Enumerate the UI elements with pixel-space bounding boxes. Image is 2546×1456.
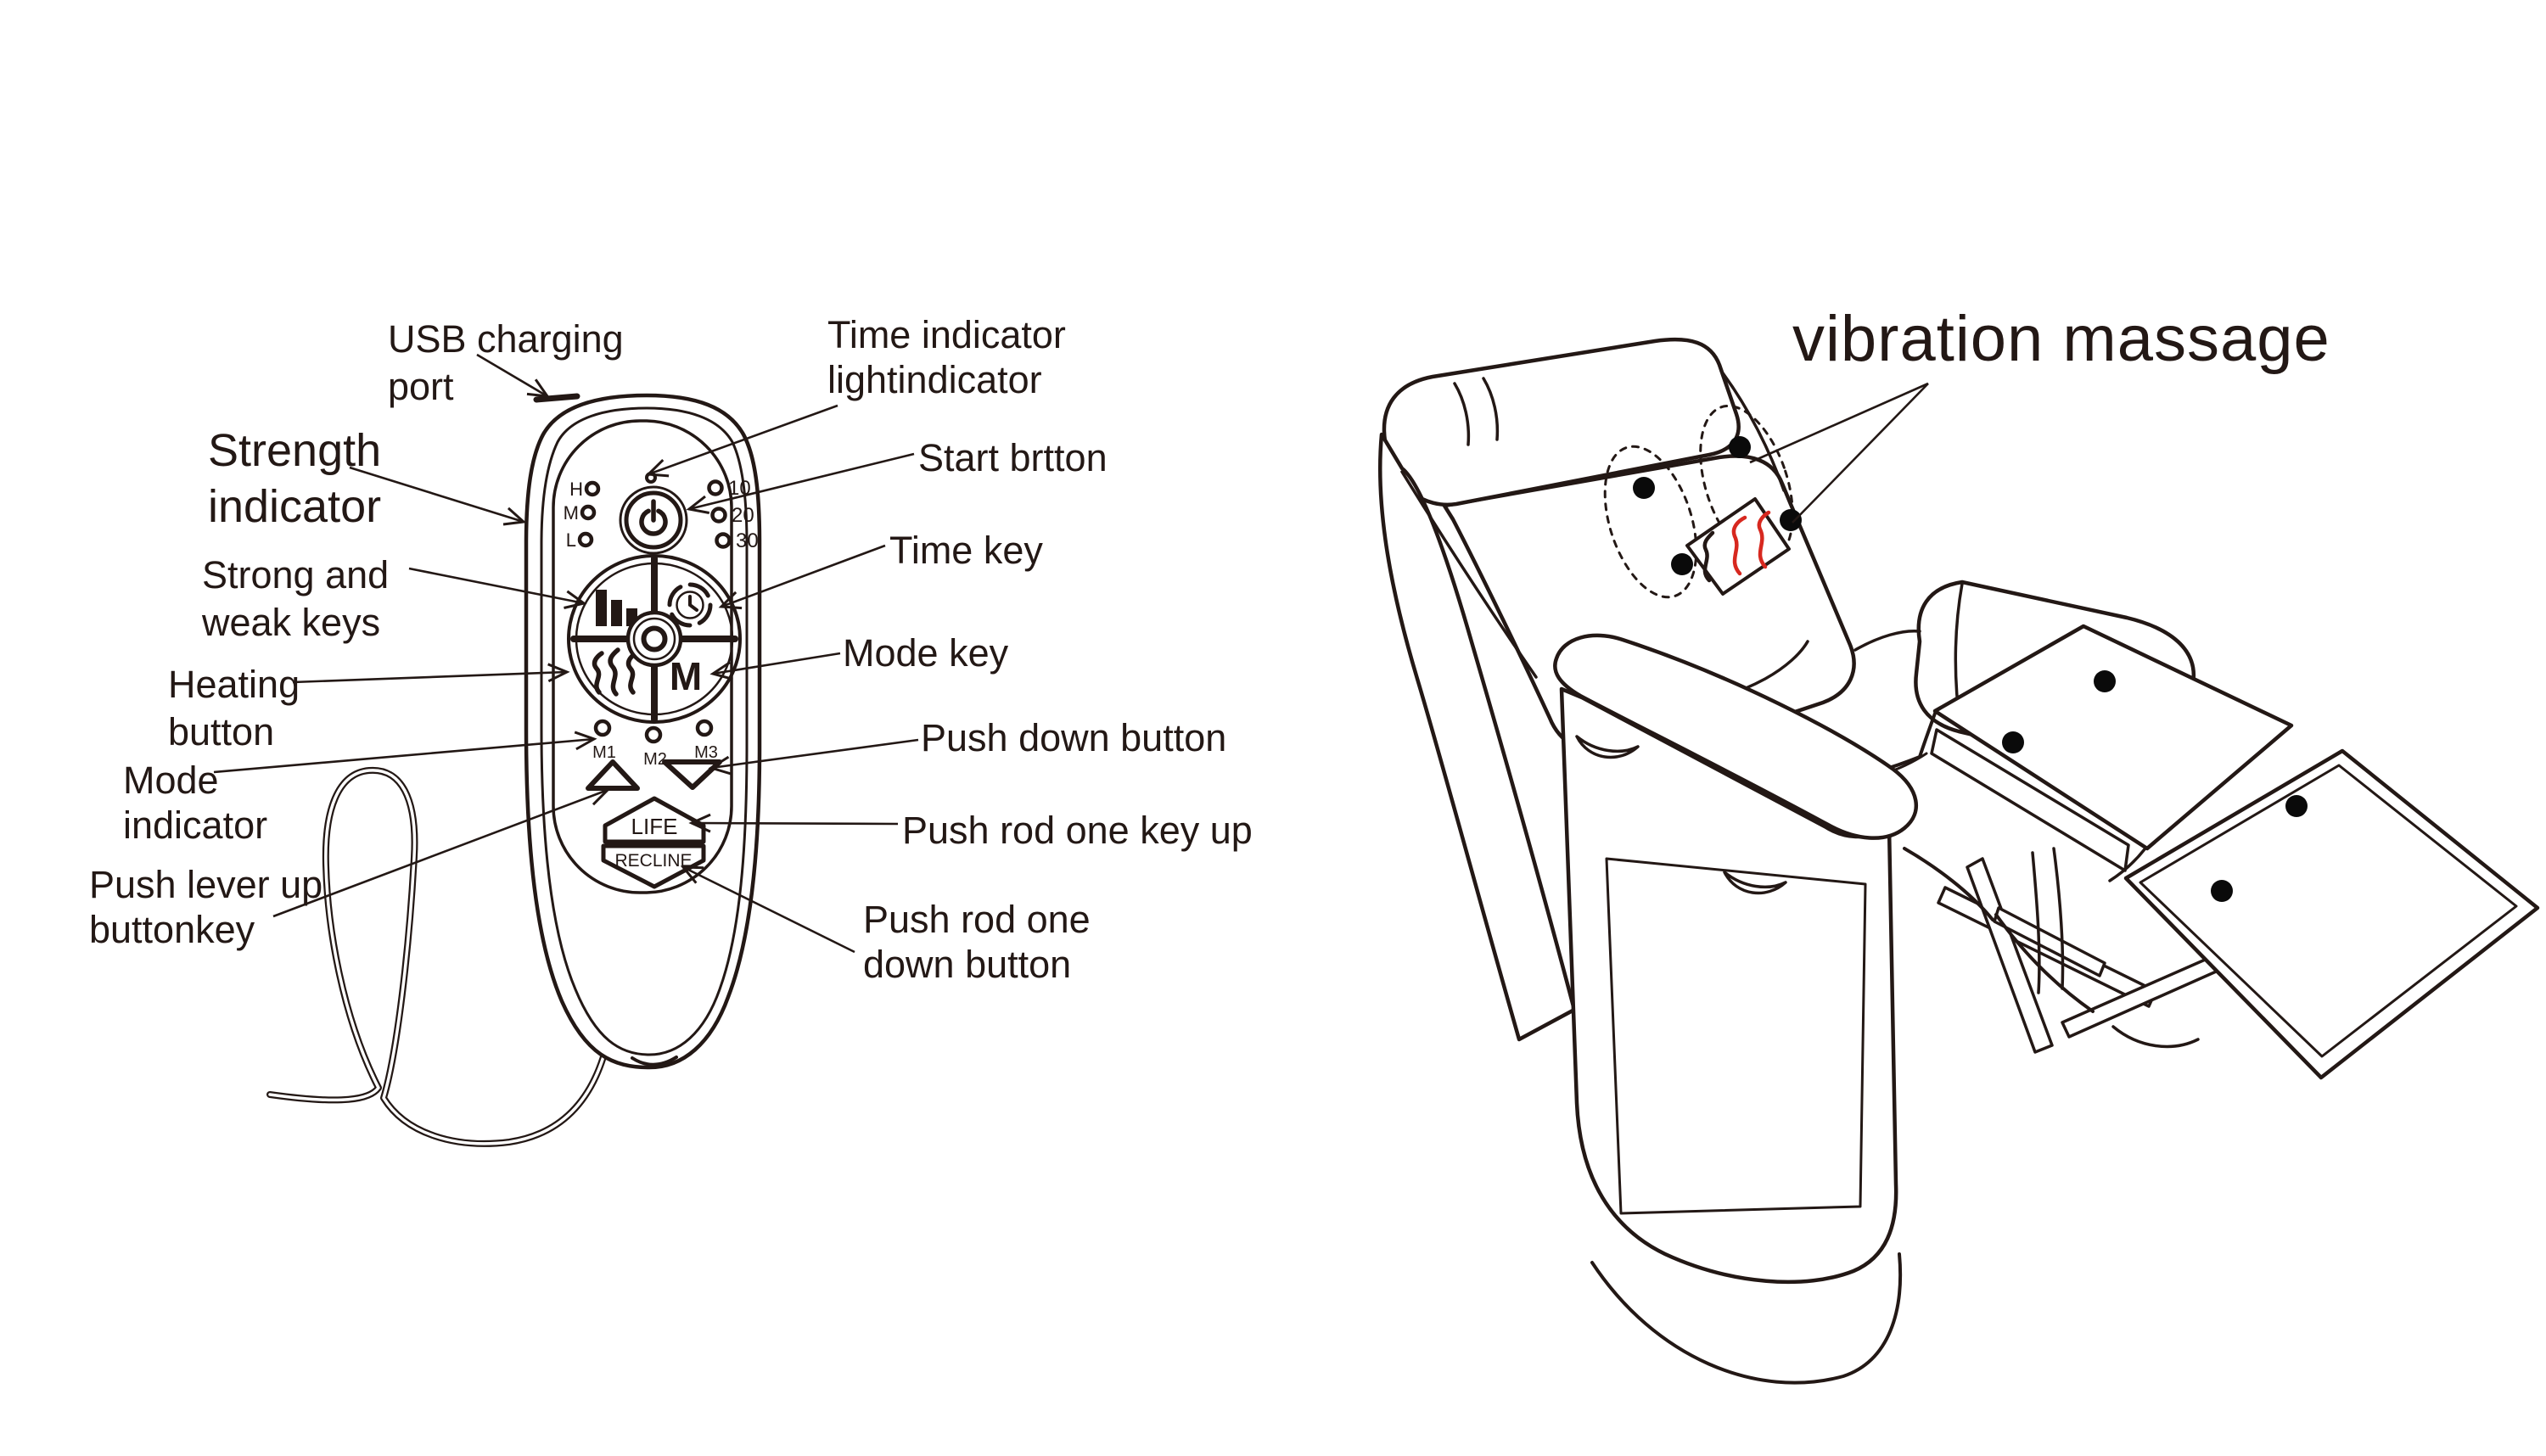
label-time-key: Time key	[889, 529, 1043, 572]
label-usb-charging-port: USB charging port	[388, 317, 624, 408]
led-label-m3: M3	[694, 743, 718, 762]
label-start-button: Start brtton	[918, 436, 1108, 479]
label-time-indicator-light: Time indicator lightindicator	[827, 313, 1066, 401]
leader-start	[686, 452, 915, 514]
chair-base	[1590, 847, 2095, 1385]
leader-push-rod-down	[680, 865, 855, 954]
flame-icon-black	[1702, 530, 1715, 583]
led-label-h: H	[569, 479, 583, 500]
label-push-rod-one-key-up: Push rod one key up	[902, 809, 1253, 852]
leader-time-key	[718, 544, 886, 610]
label-strength-indicator: Strength indicator	[208, 425, 382, 532]
led-label-30: 30	[736, 529, 759, 552]
leader-mode-key	[709, 652, 841, 680]
left-armrest-rail	[1378, 432, 1577, 1042]
leader-push-rod-up	[688, 813, 899, 833]
led-label-m2: M2	[643, 750, 667, 769]
label-push-lever-up: Push lever up buttonkey	[89, 863, 323, 951]
vibration-pointer-lines	[1749, 382, 1929, 524]
led-label-m: M	[564, 502, 579, 524]
handle-slit	[1575, 735, 1640, 759]
leader-push-down	[708, 738, 919, 776]
label-mode-indicator: Mode indicator	[123, 759, 268, 847]
front-armrest-top	[1553, 633, 1919, 895]
mode-indicator-leds: M1 M2 M3	[592, 719, 718, 769]
label-push-down-button: Push down button	[921, 716, 1227, 759]
down-triangle-button	[662, 759, 722, 790]
start-button	[619, 485, 688, 555]
vibration-motor-dots-backrest	[1633, 436, 1802, 575]
usb-port-icon	[533, 393, 580, 403]
leader-time-light	[645, 404, 838, 478]
recline-button	[601, 843, 706, 889]
remote-body	[524, 393, 762, 1070]
lift-button	[603, 796, 706, 844]
flame-icon-red-1	[1731, 515, 1747, 576]
remote-cord	[266, 766, 613, 1147]
vibration-motor-dot	[2094, 670, 2116, 692]
front-armrest-side	[1559, 686, 1898, 1285]
label-strong-weak-keys: Strong and weak keys	[202, 553, 390, 644]
label-push-rod-one-down: Push rod one down button	[863, 898, 1091, 986]
heat-waves-icon	[592, 647, 638, 697]
handle-slit	[1723, 871, 1787, 895]
remote-control: H M L 10 20 30	[266, 393, 762, 1147]
vibration-massage-title: vibration massage	[1792, 303, 2330, 375]
leader-lines	[213, 353, 919, 954]
vibration-motor-dot	[2285, 795, 2308, 817]
recline-button-label: RECLINE	[614, 851, 692, 871]
label-mode-key: Mode key	[843, 631, 1009, 675]
led-label-20: 20	[732, 504, 754, 527]
leader-strong-weak	[408, 567, 587, 609]
clock-icon	[667, 582, 713, 628]
leader-mode-indicator	[213, 731, 597, 774]
leg-rest	[1930, 624, 2294, 872]
vibration-zones	[1603, 404, 1794, 599]
leader-strength	[349, 466, 527, 526]
remote-bottom-nub	[631, 1056, 678, 1067]
up-triangle-button	[586, 759, 640, 791]
power-icon	[639, 499, 668, 536]
lift-button-label: LIFE	[631, 814, 678, 839]
vibration-motor-dot	[2002, 731, 2024, 753]
led-label-l: L	[566, 529, 576, 551]
leader-push-lever	[272, 787, 611, 918]
remote-control-panel	[552, 419, 733, 894]
led-label-m1: M1	[592, 743, 616, 762]
heat-pad	[1685, 497, 1791, 596]
label-heating-button: Heating button	[168, 663, 300, 753]
mode-m-key: M	[670, 654, 702, 698]
flame-icon-red-2	[1757, 510, 1771, 569]
time-indicator-leds: 10 20 30	[707, 477, 759, 552]
footrest	[2123, 748, 2540, 1080]
vibration-motor-dot	[2211, 880, 2233, 902]
recliner-chair	[1378, 337, 2540, 1385]
leader-heating	[292, 663, 570, 684]
strength-indicator-leds: H M L	[564, 479, 601, 551]
dpad: M	[567, 554, 742, 724]
leader-usb	[476, 353, 551, 398]
